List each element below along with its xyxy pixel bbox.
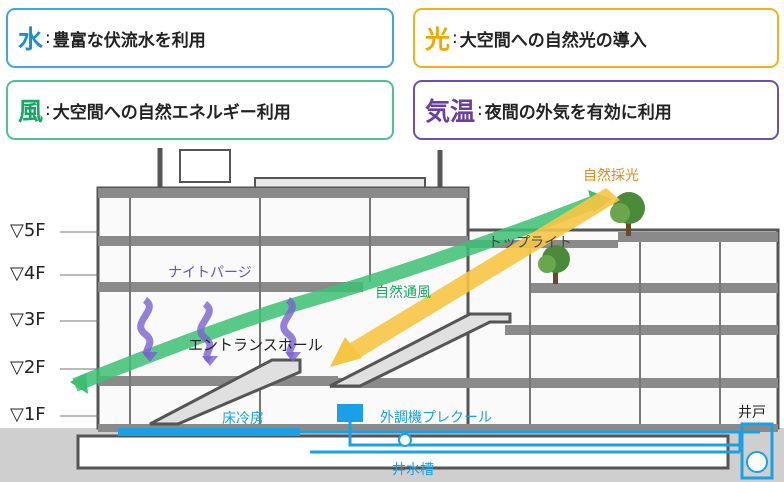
wind-icon: 風 (18, 97, 44, 126)
legend-water-colon: : (45, 28, 51, 48)
night-purge-label: ナイトパージ (168, 265, 252, 281)
legend-light-box: 光 : 大空間への自然光の導入 (413, 8, 779, 68)
pump-icon (398, 433, 412, 447)
legend-water-text: 豊富な伏流水を利用 (52, 30, 206, 51)
floor-markers: ▽5F ▽4F ▽3F ▽2F ▽1F (10, 220, 46, 425)
top-light-label: トップライト (488, 235, 572, 251)
light-arrow (342, 188, 620, 360)
temperature-icon: 気温 (425, 97, 476, 126)
natural-ventilation-label: 自然通風 (375, 284, 431, 301)
legend-wind-box: 風 : 大空間への自然エネルギー利用 (6, 80, 394, 140)
legend-temp-box: 気温 : 夜間の外気を有効に利用 (413, 80, 779, 140)
floor-cooling-label: 床冷房 (222, 411, 264, 427)
ahu-unit (337, 404, 363, 422)
escalators (149, 312, 512, 426)
floor-4f-label: ▽4F (10, 263, 46, 284)
light-arrowhead (330, 337, 362, 367)
legend-temp-colon: : (477, 100, 483, 120)
well-tank-label: 井水槽 (392, 462, 434, 478)
light-icon: 光 (425, 25, 451, 54)
well-pump-icon (746, 451, 768, 473)
legend-light-text: 大空間への自然光の導入 (459, 30, 647, 51)
night-purge-arrows (137, 297, 297, 363)
natural-light-label: 自然採光 (583, 167, 639, 184)
floor-3f-label: ▽3F (10, 309, 46, 330)
entrance-hall-label: エントランスホール (188, 336, 323, 354)
floor-2f-label: ▽2F (10, 357, 46, 378)
legend-wind-colon: : (45, 100, 51, 120)
floor-1f-label: ▽1F (10, 404, 46, 425)
precool-label: 外調機プレクール (380, 410, 492, 426)
legend-water-box: 水 : 豊富な伏流水を利用 (6, 8, 394, 68)
well-label: 井戸 (738, 405, 766, 421)
floor-5f-label: ▽5F (10, 220, 46, 241)
tree-icon (538, 192, 645, 284)
water-pipes (118, 415, 774, 480)
legend-light-colon: : (452, 28, 458, 48)
legend-temp-text: 夜間の外気を有効に利用 (484, 102, 672, 123)
roof-tower (179, 149, 231, 183)
water-icon: 水 (18, 25, 44, 54)
legend-wind-text: 大空間への自然エネルギー利用 (52, 102, 291, 123)
